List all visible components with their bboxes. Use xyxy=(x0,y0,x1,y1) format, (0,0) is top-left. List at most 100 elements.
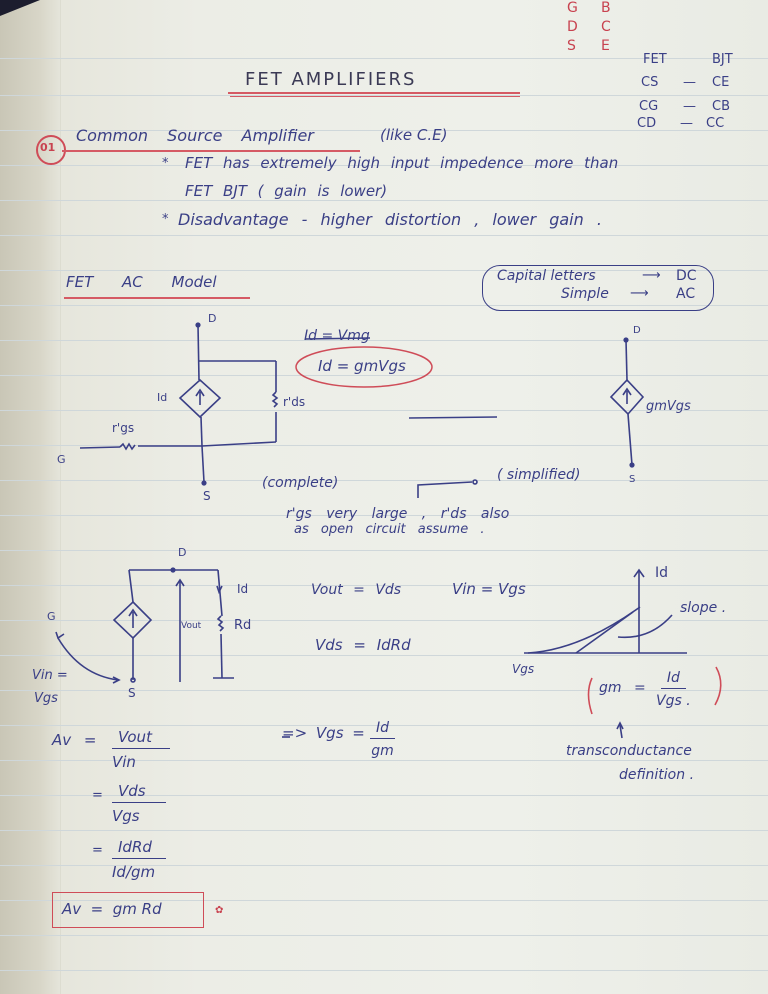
amp-label-drain: D xyxy=(178,546,187,559)
ruled-line xyxy=(0,830,768,831)
result-box xyxy=(52,892,204,928)
simplified-label-source: S xyxy=(629,474,636,485)
section-heading-note: (like C.E) xyxy=(380,126,448,144)
bullet-text: FET has extremely high input impedence m… xyxy=(185,154,619,172)
ruled-line xyxy=(0,340,768,341)
equals-sign: = xyxy=(92,788,103,803)
ruled-line xyxy=(0,165,768,166)
fraction-denominator: Vin xyxy=(112,753,136,771)
struck-equation: Id = Vmg xyxy=(304,328,370,344)
arrow-right-icon: ⟶ xyxy=(642,268,661,283)
config-bjt-cc: CC xyxy=(706,116,725,131)
label-drain: D xyxy=(208,312,217,325)
ruled-line xyxy=(0,58,768,59)
cs-amplifier-circuit xyxy=(55,567,234,684)
ruled-line xyxy=(0,130,768,131)
ac-model-underline xyxy=(64,297,250,299)
section-number: 01 xyxy=(40,141,56,154)
fet-terminal-s: S xyxy=(567,38,576,54)
star-mark-icon: ✿ xyxy=(215,905,224,916)
ruled-line xyxy=(0,795,768,796)
graph-x-label: Vgs xyxy=(512,662,535,676)
bjt-terminal-c: C xyxy=(601,19,611,35)
simplified-label-drain: D xyxy=(633,325,641,336)
ruled-line xyxy=(0,270,768,271)
label-rds: r'ds xyxy=(283,395,306,409)
ruled-line xyxy=(0,445,768,446)
equals-sign: = xyxy=(92,843,103,858)
ruled-line xyxy=(0,585,768,586)
legend-line2-right: AC xyxy=(676,286,696,302)
graph-slope-label: slope . xyxy=(680,600,727,616)
ruled-line xyxy=(0,410,768,411)
ruled-line xyxy=(0,760,768,761)
av-result: Av = gm Rd xyxy=(62,900,162,918)
ruled-line xyxy=(0,235,768,236)
fet-terminal-g: G xyxy=(567,0,578,16)
config-bjt-cb: CB xyxy=(712,99,730,114)
av-step-2: Vds Vgs xyxy=(112,782,166,825)
complete-caption: (complete) xyxy=(262,475,339,491)
ruled-line xyxy=(0,865,768,866)
bullet-marker: * xyxy=(162,212,169,227)
config-fet-cg: CG xyxy=(639,99,659,114)
config-dash: — xyxy=(683,99,696,114)
ruled-line xyxy=(0,375,768,376)
section-heading-underline xyxy=(62,150,360,152)
ruled-line xyxy=(0,550,768,551)
assumption-note-line2: as open circuit assume . xyxy=(294,522,485,537)
av-step-3: IdRd Id/gm xyxy=(112,838,166,881)
ruled-line xyxy=(0,655,768,656)
ruled-line xyxy=(0,200,768,201)
transform-arrow xyxy=(408,416,498,419)
legend-line1-right: DC xyxy=(676,268,697,284)
fraction-denominator: Vgs . xyxy=(656,693,691,709)
config-fet-cs: CS xyxy=(641,75,659,90)
ruled-line xyxy=(0,900,768,901)
config-bjt-ce: CE xyxy=(712,75,730,90)
ac-model-heading: FET AC Model xyxy=(66,273,217,291)
config-header-fet: FET xyxy=(643,52,667,67)
label-gate: G xyxy=(57,453,66,466)
bullet-text: FET BJT ( gain is lower) xyxy=(185,182,388,200)
assumption-note-line1: r'gs very large , r'ds also xyxy=(286,506,510,522)
fraction-denominator: gm xyxy=(371,743,394,759)
eq-vout-vds: Vout = Vds xyxy=(311,582,402,598)
ruled-line xyxy=(0,690,768,691)
fraction-numerator: IdRd xyxy=(112,838,166,859)
page-title: FET AMPLIFIERS xyxy=(245,69,417,90)
label-rgs: r'gs xyxy=(112,421,135,435)
simplified-label-gmvgs: gmVgs xyxy=(646,399,691,414)
title-underline xyxy=(230,96,520,97)
margin-line xyxy=(60,0,61,994)
legend-box xyxy=(482,265,714,311)
eq-vgs-fraction: Id gm xyxy=(370,720,396,759)
gm-note-line1: transconductance xyxy=(566,743,692,759)
bjt-terminal-b: B xyxy=(601,0,611,16)
ruled-line xyxy=(0,970,768,971)
ruled-line xyxy=(0,95,768,96)
av-step-1: Vout Vin xyxy=(112,728,170,771)
simplified-caption: ( simplified) xyxy=(497,467,581,483)
circled-equation: Id = gmVgs xyxy=(318,357,406,375)
gm-def-lhs: gm = xyxy=(599,680,646,696)
amp-label-vgs: Vgs xyxy=(34,691,58,706)
gm-def-fraction: Id Vgs . xyxy=(656,670,691,709)
ruled-line xyxy=(0,935,768,936)
bullet-marker: * xyxy=(162,156,169,171)
section-heading: Common Source Amplifier xyxy=(76,126,314,145)
page-corner-shadow xyxy=(0,0,40,16)
bullet-text: Disadvantage - higher distortion , lower… xyxy=(178,210,602,229)
bracket-arrow xyxy=(417,481,473,498)
av-lhs: Av = xyxy=(52,731,97,749)
transfer-curve-graph xyxy=(524,568,687,654)
amp-label-vin: Vin = xyxy=(32,668,68,683)
title-underline xyxy=(228,92,520,94)
legend-line2-left: Simple xyxy=(561,286,609,302)
ruled-line xyxy=(0,480,768,481)
amp-label-rd: Rd xyxy=(234,618,252,633)
label-id: Id xyxy=(157,391,168,404)
gm-note-line2: definition . xyxy=(619,767,695,783)
eq-vin-vgs: Vin = Vgs xyxy=(452,580,526,598)
config-fet-cd: CD xyxy=(637,116,657,131)
